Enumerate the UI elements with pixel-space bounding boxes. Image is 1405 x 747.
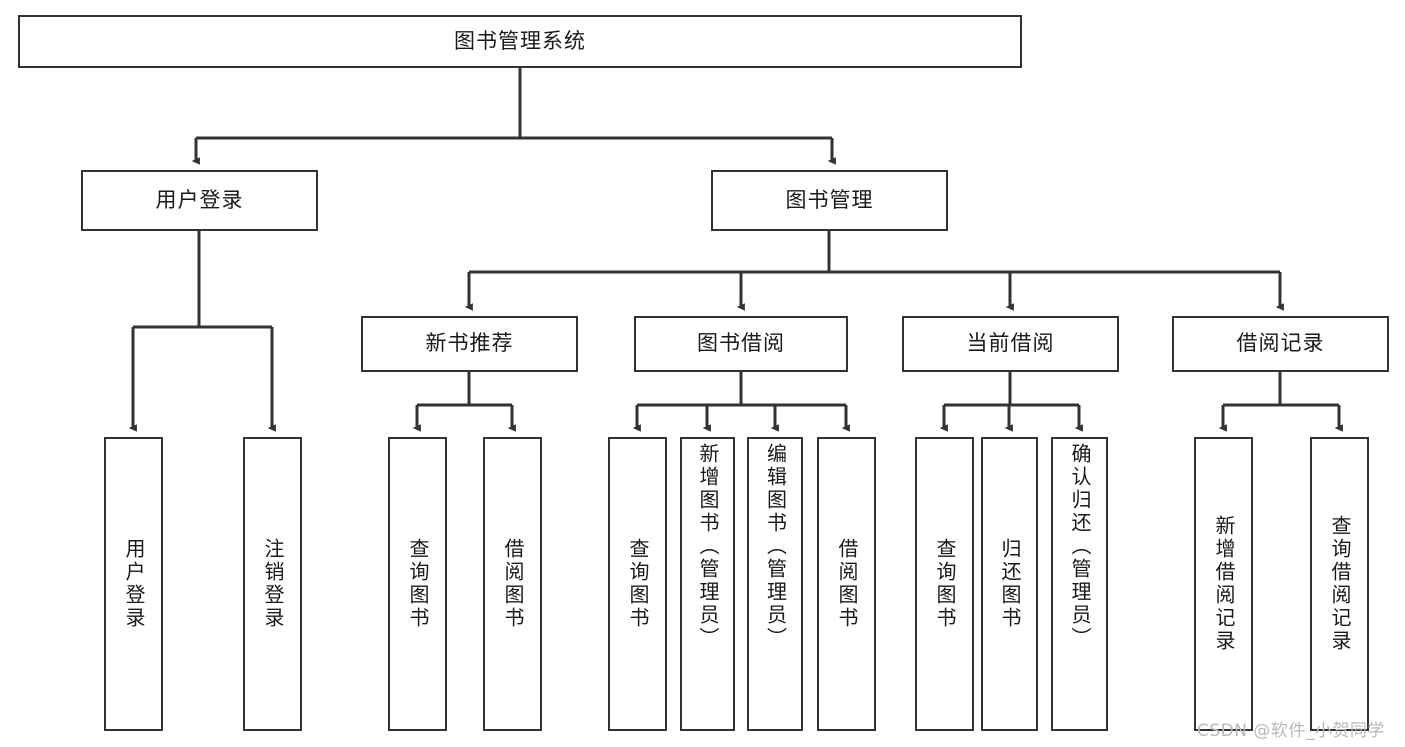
node-user-login[interactable]: 用户登录 — [81, 170, 318, 231]
node-label: 编辑图书（管理员） — [763, 443, 788, 650]
node-label: 图书借阅 — [697, 331, 785, 356]
node-label: 新增图书（管理员） — [696, 443, 720, 650]
node-new-book-recommend[interactable]: 新书推荐 — [361, 316, 578, 372]
node-book-management[interactable]: 图书管理 — [711, 170, 948, 231]
node-current-borrow[interactable]: 当前借阅 — [902, 316, 1119, 372]
leaf-add-book-admin[interactable]: 新增图书（管理员） — [680, 437, 735, 731]
leaf-edit-book-admin[interactable]: 编辑图书（管理员） — [747, 437, 803, 731]
node-label: 归还图书 — [998, 538, 1022, 630]
leaf-borrow-query-book[interactable]: 查询图书 — [608, 437, 667, 731]
node-label: 注销登录 — [261, 538, 285, 630]
leaf-add-borrow-record[interactable]: 新增借阅记录 — [1194, 437, 1253, 731]
leaf-user-login[interactable]: 用户登录 — [104, 437, 163, 731]
node-borrow-record[interactable]: 借阅记录 — [1172, 316, 1389, 372]
leaf-new-query-book[interactable]: 查询图书 — [388, 437, 447, 731]
leaf-return-book[interactable]: 归还图书 — [981, 437, 1038, 731]
node-label: 借阅图书 — [501, 538, 525, 630]
leaf-current-query-book[interactable]: 查询图书 — [915, 437, 974, 731]
node-label: 查询图书 — [933, 538, 957, 630]
node-label: 新书推荐 — [425, 331, 514, 356]
leaf-borrow-book[interactable]: 借阅图书 — [817, 437, 876, 731]
leaf-query-borrow-record[interactable]: 查询借阅记录 — [1310, 437, 1369, 731]
node-label: 查询图书 — [626, 538, 650, 630]
node-label: 当前借阅 — [966, 331, 1055, 356]
leaf-new-borrow-book[interactable]: 借阅图书 — [483, 437, 542, 731]
node-label: 图书管理 — [785, 187, 874, 212]
node-root-system[interactable]: 图书管理系统 — [18, 15, 1022, 68]
node-label: 借阅图书 — [835, 538, 859, 630]
node-book-borrow[interactable]: 图书借阅 — [634, 316, 848, 372]
node-label: 图书管理系统 — [454, 28, 586, 53]
node-label: 查询借阅记录 — [1328, 515, 1352, 653]
leaf-user-logout[interactable]: 注销登录 — [243, 437, 302, 731]
node-label: 新增借阅记录 — [1212, 515, 1236, 653]
node-label: 借阅记录 — [1236, 331, 1325, 356]
node-label: 用户登录 — [155, 187, 244, 212]
node-label: 查询图书 — [406, 538, 430, 630]
node-label: 确认归还（管理员） — [1068, 443, 1092, 650]
node-label: 用户登录 — [122, 538, 146, 630]
watermark: CSDN @软件_小贺同学 — [1197, 721, 1385, 741]
leaf-confirm-return-admin[interactable]: 确认归还（管理员） — [1051, 437, 1108, 731]
